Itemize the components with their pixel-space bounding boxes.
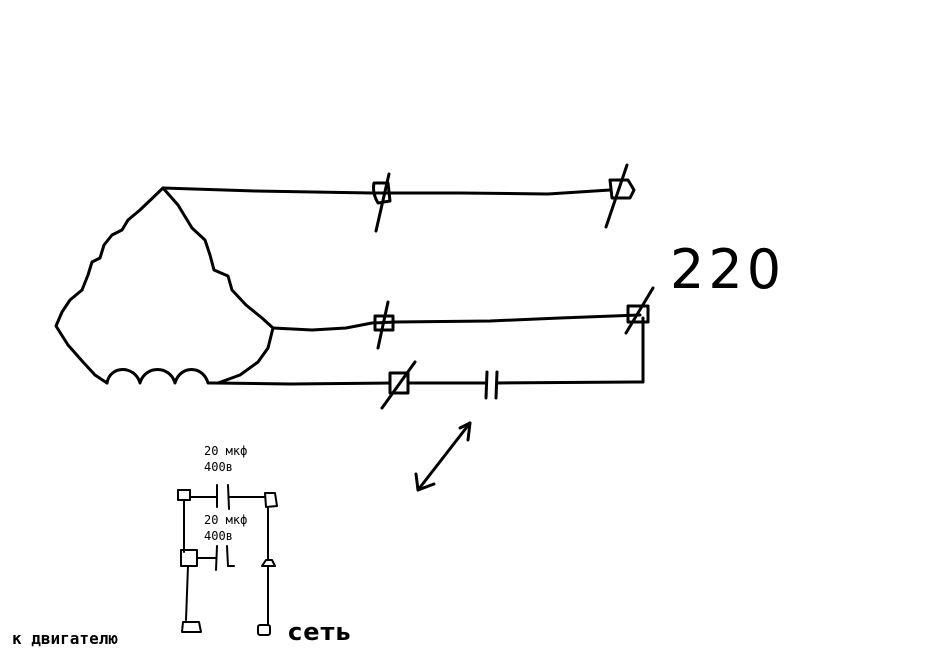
terminal-mid-2 — [626, 304, 650, 324]
to-motor-label: к двигателю — [12, 629, 118, 648]
line-bottom — [211, 360, 645, 410]
terminal-top-2 — [608, 178, 636, 200]
cap-bottom-plate-1 — [215, 545, 218, 571]
terminal-cap-tr — [264, 492, 278, 508]
cap-top-voltage: 400в — [204, 460, 233, 474]
terminal-cap-tl — [177, 489, 191, 501]
line-top — [161, 163, 636, 233]
double-arrow — [414, 421, 472, 492]
winding-left — [54, 186, 165, 385]
terminal-motor — [181, 621, 202, 633]
capacitor-main — [484, 370, 499, 400]
line-middle — [271, 286, 655, 384]
cap-bottom-plate-2 — [226, 545, 229, 567]
winding-bottom — [105, 368, 215, 385]
terminal-top-1 — [372, 181, 392, 205]
voltage-label: 220 — [670, 238, 785, 301]
cap-bottom-capacitance: 20 мкф — [204, 513, 247, 527]
motor-delta-windings — [54, 186, 275, 385]
winding-right — [161, 186, 275, 385]
capacitor-detail: 20 мкф 400в 20 мкф 400в — [177, 444, 278, 636]
cap-top-capacitance: 20 мкф — [204, 444, 247, 458]
mains-label: сеть — [288, 618, 352, 646]
terminal-mains — [257, 624, 271, 636]
cap-bottom-voltage: 400в — [204, 529, 233, 543]
terminal-cap-br — [261, 559, 276, 567]
